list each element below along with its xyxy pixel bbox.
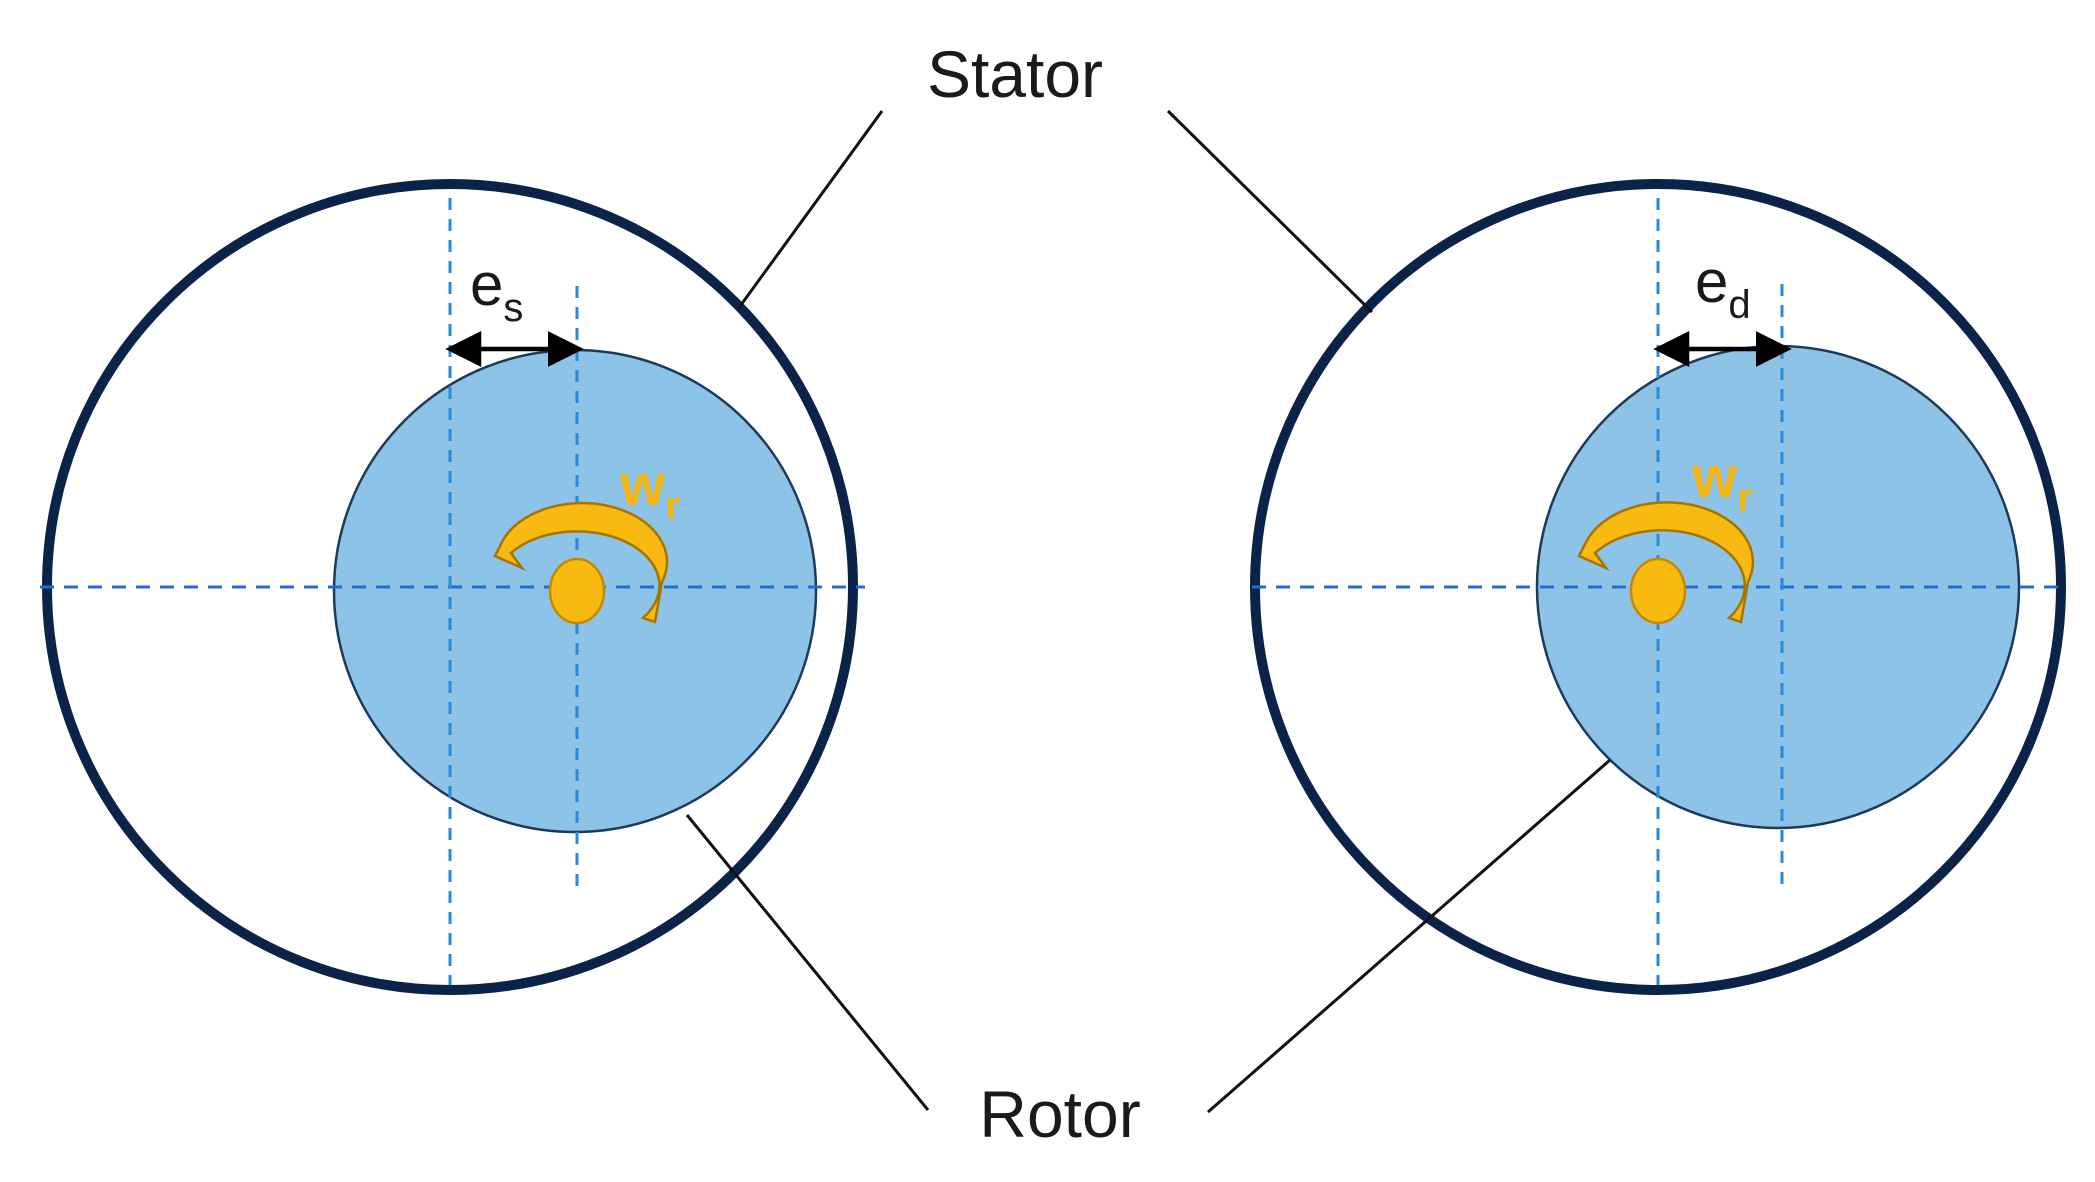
stator-label: Stator [927,37,1103,111]
right-eccentricity-label: ed [1695,248,1751,327]
left-eccentricity-label: es [470,251,523,330]
right-eccentricity-symbol: e [1695,248,1728,315]
right-shaft-icon [1629,557,1687,625]
right-rotor-disc [1535,344,2021,830]
left-eccentricity-symbol: e [470,251,503,318]
left-speed-symbol: w [619,453,666,518]
right-rotation-arrow-icon [1577,501,1755,624]
right-eccentricity-subscript: d [1728,283,1750,327]
rotor-leader-left [685,814,930,1111]
left-eccentricity-subscript: s [503,286,523,330]
rotor-leader-right [1207,758,1611,1114]
right-speed-subscript: r [1737,476,1753,520]
right-speed-label: wr [1691,445,1753,520]
right-panel: ed wr [1250,179,2066,995]
right-speed-symbol: w [1691,445,1738,510]
stator-leader-left [736,110,884,310]
left-rotation-arrow-icon [493,501,669,624]
left-speed-label: wr [619,453,681,528]
stator-leader-right [1166,109,1374,314]
rotor-label: Rotor [979,1077,1140,1151]
left-panel: es wr [40,179,865,995]
left-speed-subscript: r [665,484,681,528]
left-shaft-icon [548,557,606,625]
